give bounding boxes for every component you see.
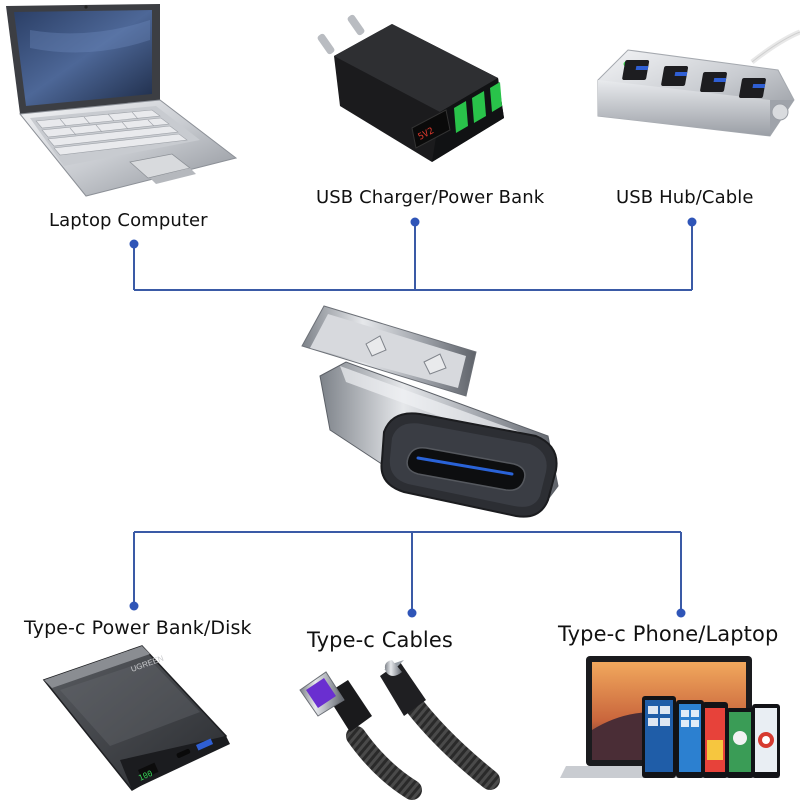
usb-a-to-type-c-adapter-icon: [301, 305, 559, 518]
netbook-laptop-icon: [6, 4, 238, 197]
label-type-c-cables: Type-c Cables: [307, 628, 453, 652]
node-dot-hub: [687, 217, 697, 227]
node-dot-laptop: [129, 239, 139, 249]
power-bank-icon: UGREEN 100: [42, 645, 230, 791]
label-usb-charger: USB Charger/Power Bank: [316, 187, 545, 208]
usb-hub-icon: [597, 29, 800, 137]
node-dot-powerbank: [129, 601, 139, 611]
label-type-c-phone-laptop: Type-c Phone/Laptop: [558, 622, 779, 646]
phones-tablets-laptop-icon: [560, 656, 780, 778]
connector-nodes: [129, 217, 697, 618]
connector-lines: [133, 222, 693, 613]
node-dot-phone: [676, 608, 686, 618]
usb-type-c-cables-icon: [299, 660, 500, 800]
label-laptop-computer: Laptop Computer: [49, 210, 208, 231]
label-type-c-power-bank: Type-c Power Bank/Disk: [24, 617, 252, 639]
node-dot-charger: [410, 217, 420, 227]
usb-wall-charger-icon: 5V2: [317, 14, 504, 162]
node-dot-cables: [407, 608, 417, 618]
label-usb-hub: USB Hub/Cable: [616, 187, 754, 208]
